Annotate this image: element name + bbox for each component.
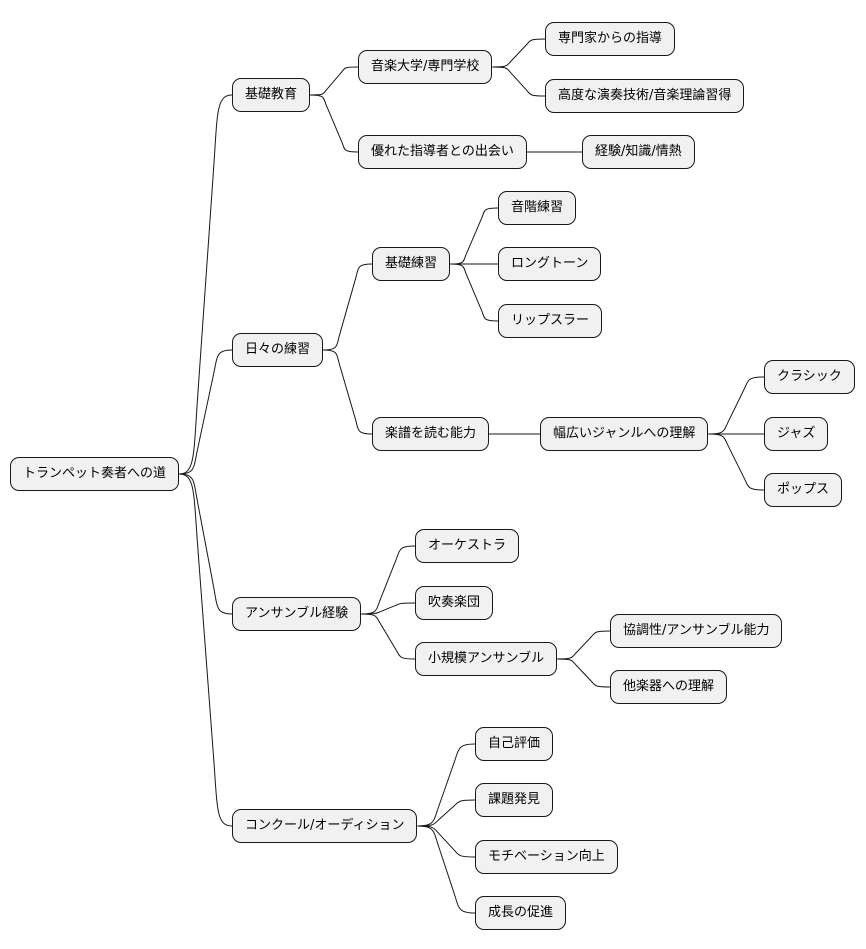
mindmap-node: 自己評価 [475, 727, 554, 761]
connector-line [557, 658, 611, 688]
connector-line [361, 602, 416, 615]
mindmap-node: ポップス [764, 473, 843, 507]
connector-line [323, 263, 373, 351]
mindmap-node: 専門家からの指導 [545, 22, 676, 56]
mindmap-node: 小規模アンサンブル [415, 642, 558, 676]
mindmap-node: 課題発見 [475, 783, 554, 817]
connector-line [417, 825, 476, 858]
mindmap-node: コンクール/オーディション [232, 809, 418, 843]
mindmap-root-node: トランペット奏者への道 [10, 457, 180, 491]
mindmap-node: 吹奏楽団 [415, 586, 494, 620]
connector-line [450, 263, 499, 322]
connector-line [178, 94, 233, 475]
mindmap-node: 他楽器への理解 [610, 670, 728, 704]
connector-line [417, 743, 476, 827]
mindmap-node: 日々の練習 [232, 333, 324, 367]
connector-line [310, 94, 359, 153]
mindmap-node: ジャズ [764, 417, 829, 451]
connector-line [492, 66, 546, 97]
connector-line [361, 545, 416, 615]
mindmap-node: 協調性/アンサンブル能力 [610, 614, 783, 648]
connector-line [179, 473, 233, 827]
mindmap-node: 音階練習 [498, 191, 577, 225]
connector-line [450, 207, 499, 265]
connector-line [323, 349, 373, 435]
connector-line [310, 66, 359, 96]
connector-line [417, 799, 476, 827]
connector-line [492, 38, 546, 68]
connector-line [557, 630, 611, 660]
mindmap-node: 幅広いジャンルへの理解 [540, 417, 709, 451]
mindmap-node: 楽譜を読む能力 [372, 417, 490, 451]
mindmap-node: 成長の促進 [475, 896, 567, 930]
connector-line [179, 473, 233, 615]
mindmap-node: 優れた指導者との出会い [358, 135, 527, 169]
mindmap-node: 経験/知識/情熱 [582, 135, 695, 169]
mindmap-node: ロングトーン [498, 247, 602, 281]
connector-line [708, 376, 765, 435]
connector-line [179, 349, 233, 475]
mindmap-node: 高度な演奏技術/音楽理論習得 [545, 79, 745, 113]
mindmap-node: オーケストラ [415, 529, 520, 563]
mindmap-node: 音楽大学/専門学校 [358, 50, 493, 84]
connector-line [708, 433, 765, 491]
mindmap-node: 基礎練習 [372, 247, 451, 281]
mindmap-node: 基礎教育 [232, 78, 311, 112]
connector-line [417, 825, 476, 914]
connector-line [361, 613, 416, 660]
mindmap-node: モチベーション向上 [475, 840, 618, 874]
mindmap-node: リップスラー [498, 304, 603, 338]
mindmap-node: クラシック [764, 360, 855, 394]
mindmap-node: アンサンブル経験 [232, 597, 362, 631]
